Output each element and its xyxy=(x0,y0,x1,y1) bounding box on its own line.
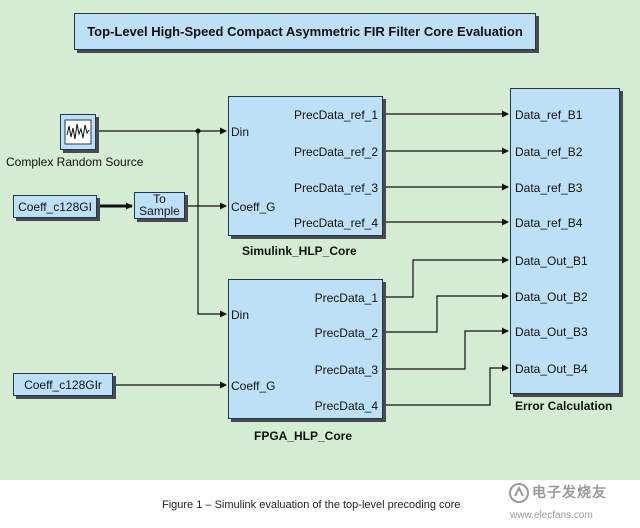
branch-junction xyxy=(195,128,201,134)
fpga-core-block[interactable]: Din Coeff_G PrecData_1 PrecData_2 PrecDa… xyxy=(228,279,383,419)
random-source-block[interactable] xyxy=(60,114,96,150)
to-sample-block[interactable]: To Sample xyxy=(134,192,185,219)
fpga-core-name: FPGA_HLP_Core xyxy=(254,429,353,443)
wire-out-4 xyxy=(383,364,509,406)
wire-layer xyxy=(97,110,509,406)
fpga-output-2: PrecData_2 xyxy=(314,326,378,340)
simulink-core-block[interactable]: Din Coeff_G PrecData_ref_1 PrecData_ref_… xyxy=(228,96,383,236)
error-input-ref-b2: Data_ref_B2 xyxy=(515,145,583,159)
watermark-logo-icon xyxy=(509,483,529,503)
to-sample-line1: To xyxy=(153,192,166,206)
to-sample-line2: Sample xyxy=(139,204,180,218)
error-calculation-name: Error Calculation xyxy=(515,399,613,413)
diagram-title: Top-Level High-Speed Compact Asymmetric … xyxy=(87,24,523,39)
watermark-url: www.elecfans.com xyxy=(510,510,593,521)
simulink-input-din: Din xyxy=(231,125,250,139)
fpga-input-din: Din xyxy=(231,308,250,322)
wire-out-1 xyxy=(383,256,509,298)
simulink-input-coeff: Coeff_G xyxy=(231,200,276,214)
error-input-ref-b4: Data_ref_B4 xyxy=(515,216,583,230)
error-input-out-b4: Data_Out_B4 xyxy=(515,362,588,376)
fpga-output-4: PrecData_4 xyxy=(314,399,378,413)
random-signal-scope-icon xyxy=(64,119,92,145)
title-box: Top-Level High-Speed Compact Asymmetric … xyxy=(74,13,536,50)
fpga-output-1: PrecData_1 xyxy=(314,291,378,305)
error-input-ref-b1: Data_ref_B1 xyxy=(515,108,583,122)
simulink-output-3: PrecData_ref_3 xyxy=(293,181,378,195)
watermark: 电子发烧友 www.elecfans.com xyxy=(508,480,636,526)
coeff2-label: Coeff_c128GIr xyxy=(24,377,102,392)
error-input-out-b2: Data_Out_B2 xyxy=(515,290,588,304)
figure-caption: Figure 1 – Simulink evaluation of the to… xyxy=(162,499,461,511)
coeff2-block[interactable]: Coeff_c128GIr xyxy=(13,373,113,396)
simulink-core-name: Simulink_HLP_Core xyxy=(242,244,357,258)
wire-out-2 xyxy=(383,292,509,333)
simulink-output-1: PrecData_ref_1 xyxy=(293,108,378,122)
error-input-out-b1: Data_Out_B1 xyxy=(515,254,588,268)
fpga-output-3: PrecData_3 xyxy=(314,363,378,377)
coeff1-label: Coeff_c128GI xyxy=(18,199,92,214)
random-source-label: Complex Random Source xyxy=(6,155,144,169)
error-input-ref-b3: Data_ref_B3 xyxy=(515,181,583,195)
error-input-out-b3: Data_Out_B3 xyxy=(515,325,588,339)
watermark-text: 电子发烧友 xyxy=(532,484,607,500)
coeff1-block[interactable]: Coeff_c128GI xyxy=(13,195,97,218)
fpga-input-coeff: Coeff_G xyxy=(231,379,276,393)
simulink-output-4: PrecData_ref_4 xyxy=(293,216,378,230)
simulink-output-2: PrecData_ref_2 xyxy=(293,145,378,159)
diagram-canvas: Top-Level High-Speed Compact Asymmetric … xyxy=(0,0,640,480)
error-calculation-block[interactable]: Data_ref_B1 Data_ref_B2 Data_ref_B3 Data… xyxy=(510,88,620,394)
wire-out-3 xyxy=(383,327,509,370)
wire-din-fpga xyxy=(197,131,227,318)
